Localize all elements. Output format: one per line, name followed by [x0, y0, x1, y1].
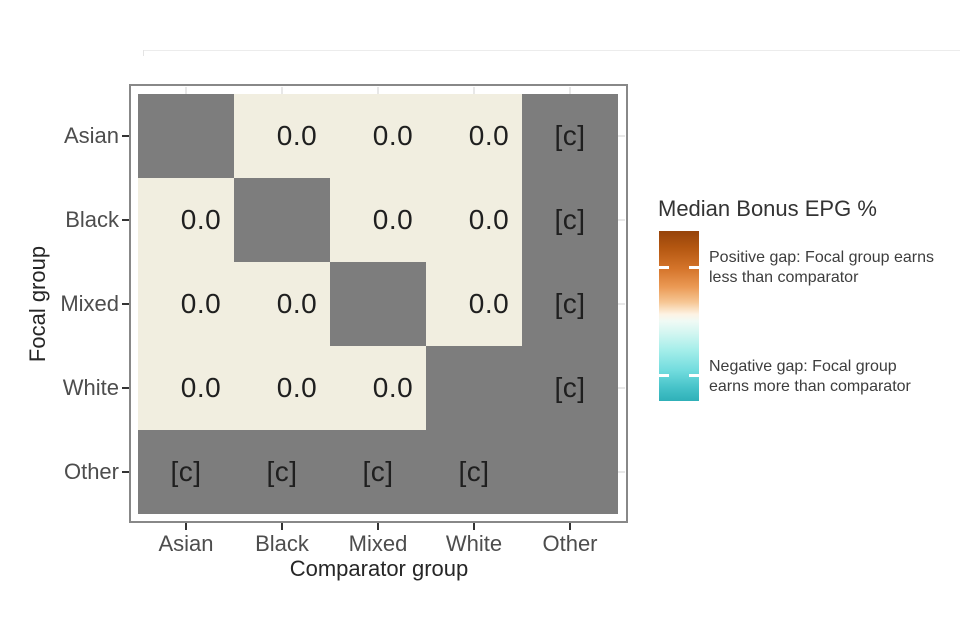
y-tick-label-mixed: Mixed — [60, 291, 119, 316]
cell-suppressed-marker: [c] — [170, 456, 202, 487]
y-tick-label-white: White — [62, 375, 119, 400]
x-tick-label-asian: Asian — [158, 531, 214, 556]
y-axis-title: Focal group — [25, 245, 50, 363]
cell-value: 0.0 — [372, 204, 414, 235]
heatmap-cell-black-asian: 0.0 — [138, 178, 234, 262]
heatmap-cell-asian-black: 0.0 — [234, 94, 330, 178]
gridline-stub-right — [618, 303, 625, 305]
cell-value: 0.0 — [468, 288, 510, 319]
gridline-stub-top — [281, 87, 283, 94]
cell-suppressed-marker: [c] — [554, 288, 586, 319]
heatmap-cell-black-black — [234, 178, 330, 262]
heatmap-grid: 0.0 0.0 0.0 [c] 0.0 0.0 0.0 [c] 0.0 0.0 0.0 [c] 0.0 0… — [138, 94, 618, 514]
x-axis-tick — [185, 523, 187, 530]
heatmap-cell-black-white: 0.0 — [426, 178, 522, 262]
gridline-stub-right — [618, 387, 625, 389]
gridline-stub-top — [569, 87, 571, 94]
cell-value: 0.0 — [276, 372, 318, 403]
cell-value: 0.0 — [276, 288, 318, 319]
cell-value: 0.0 — [180, 372, 222, 403]
gridline-stub-top — [473, 87, 475, 94]
heatmap-cell-white-other: [c] — [522, 346, 618, 430]
heatmap-cell-asian-mixed: 0.0 — [330, 94, 426, 178]
gridline-stub-right — [618, 219, 625, 221]
heatmap-cell-asian-other: [c] — [522, 94, 618, 178]
cell-suppressed-marker: [c] — [554, 372, 586, 403]
gridline-stub-top — [377, 87, 379, 94]
heatmap-cell-white-asian: 0.0 — [138, 346, 234, 430]
x-tick-label-white: White — [445, 531, 503, 556]
y-axis-tick — [122, 387, 129, 389]
legend-tick-negative — [659, 374, 699, 377]
cell-suppressed-marker: [c] — [554, 204, 586, 235]
legend-tick-positive — [659, 266, 699, 269]
container-top-border — [143, 50, 960, 51]
heatmap-cell-black-mixed: 0.0 — [330, 178, 426, 262]
heatmap-cell-other-white: [c] — [426, 430, 522, 514]
legend-negative-label: Negative gap: Focal group earns more tha… — [709, 358, 911, 395]
heatmap-cell-other-other — [522, 430, 618, 514]
cell-value: 0.0 — [180, 288, 222, 319]
x-axis-tick — [281, 523, 283, 530]
gridline-stub-right — [618, 135, 625, 137]
heatmap-cell-asian-asian — [138, 94, 234, 178]
heatmap-cell-mixed-asian: 0.0 — [138, 262, 234, 346]
y-axis-tick — [122, 219, 129, 221]
heatmap-cell-white-white — [426, 346, 522, 430]
cell-value: 0.0 — [180, 204, 222, 235]
y-axis-tick — [122, 303, 129, 305]
legend-gradient-bar — [659, 231, 699, 401]
heatmap-cell-mixed-white: 0.0 — [426, 262, 522, 346]
gridline-stub-top — [185, 87, 187, 94]
heatmap-cell-mixed-other: [c] — [522, 262, 618, 346]
gridline-stub-right — [618, 471, 625, 473]
cell-value: 0.0 — [468, 204, 510, 235]
container-top-border-stub — [143, 50, 144, 56]
x-axis-tick — [377, 523, 379, 530]
cell-suppressed-marker: [c] — [266, 456, 298, 487]
cell-suppressed-marker: [c] — [362, 456, 394, 487]
cell-value: 0.0 — [468, 120, 510, 151]
heatmap-cell-other-asian: [c] — [138, 430, 234, 514]
cell-value: 0.0 — [372, 120, 414, 151]
legend-positive-label: Positive gap: Focal group earns less tha… — [709, 249, 935, 286]
x-axis-tick — [569, 523, 571, 530]
cell-suppressed-marker: [c] — [554, 120, 586, 151]
x-tick-label-other: Other — [542, 531, 598, 556]
heatmap-cell-mixed-black: 0.0 — [234, 262, 330, 346]
heatmap-cell-white-black: 0.0 — [234, 346, 330, 430]
cell-suppressed-marker: [c] — [458, 456, 490, 487]
x-tick-label-black: Black — [255, 531, 309, 556]
heatmap-cell-white-mixed: 0.0 — [330, 346, 426, 430]
y-tick-label-asian: Asian — [63, 123, 119, 148]
cell-value: 0.0 — [372, 372, 414, 403]
y-axis-tick — [122, 471, 129, 473]
cell-value: 0.0 — [276, 120, 318, 151]
legend-title: Median Bonus EPG % — [658, 196, 877, 221]
heatmap-cell-other-black: [c] — [234, 430, 330, 514]
heatmap-cell-asian-white: 0.0 — [426, 94, 522, 178]
y-tick-label-black: Black — [65, 207, 119, 232]
y-tick-label-other: Other — [63, 459, 119, 484]
x-axis-tick — [473, 523, 475, 530]
heatmap-cell-black-other: [c] — [522, 178, 618, 262]
x-tick-label-mixed: Mixed — [348, 531, 408, 556]
heatmap-cell-mixed-mixed — [330, 262, 426, 346]
heatmap-cell-other-mixed: [c] — [330, 430, 426, 514]
x-axis-title: Comparator group — [289, 556, 469, 581]
y-axis-tick — [122, 135, 129, 137]
